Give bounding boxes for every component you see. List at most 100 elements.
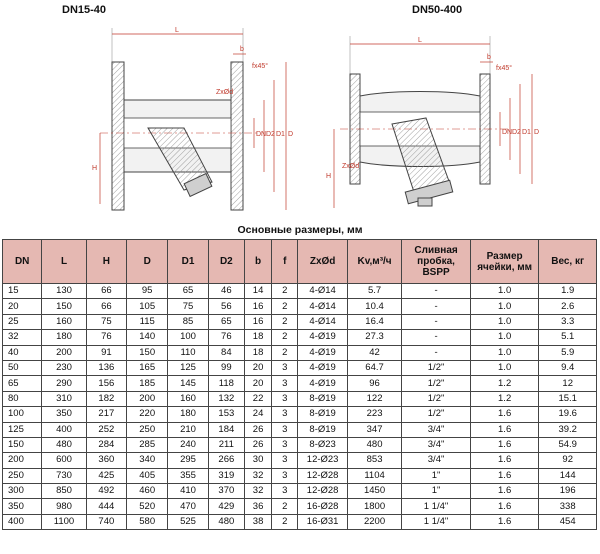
table-cell: 1.6 (469, 498, 540, 515)
table-cell: 211 (207, 436, 245, 454)
table-cell: 16 (243, 313, 273, 331)
column-header-bolts: ZxØd (297, 239, 348, 284)
table-cell: 980 (41, 498, 87, 515)
table-cell: 27.3 (346, 329, 403, 346)
table-cell: 40 (1, 344, 43, 361)
table-cell: 12-Ø28 (297, 467, 348, 485)
table-cell: 2.6 (538, 298, 597, 315)
table-cell: - (401, 313, 471, 331)
table-cell: 8-Ø19 (297, 421, 348, 438)
caption-dn15-40: DN15-40 (62, 4, 107, 16)
table-cell: 1.0 (469, 313, 540, 331)
table-cell: 1800 (346, 498, 403, 515)
table-cell: 525 (167, 513, 209, 531)
table-cell: 1.0 (469, 329, 540, 346)
table-cell: 355 (167, 467, 209, 485)
table-cell: 400 (1, 513, 43, 531)
table-cell: 3 (271, 375, 299, 392)
table-cell: 350 (41, 406, 87, 423)
table-cell: 1.6 (469, 452, 540, 469)
table-cell: 1.6 (469, 513, 540, 531)
table-cell: 1.0 (469, 298, 540, 315)
table-cell: 20 (243, 359, 273, 377)
table-cell: 84 (207, 344, 245, 361)
table-cell: 105 (126, 298, 169, 315)
table-cell: 4-Ø19 (297, 344, 348, 361)
table-cell: 20 (1, 298, 43, 315)
table-cell: 300 (1, 483, 43, 500)
table-cell: 266 (207, 452, 245, 469)
table-cell: 285 (126, 436, 169, 454)
table-cell: 600 (41, 452, 87, 469)
table-cell: 1" (401, 483, 471, 500)
dim-label-H: H (92, 165, 97, 172)
dim-label-D2: D2 (266, 131, 275, 138)
column-header-d: D (126, 239, 169, 284)
table-cell: 26 (243, 421, 273, 438)
table-cell: 12 (538, 375, 597, 392)
table-cell: 14 (243, 282, 273, 300)
table-cell: 1.6 (469, 467, 540, 485)
table-cell: 66 (85, 282, 128, 300)
table-cell: 1.6 (469, 421, 540, 438)
table-cell: 425 (85, 467, 128, 485)
table-cell: 66 (85, 298, 128, 315)
table-cell: 200 (41, 344, 87, 361)
table-cell: 3 (271, 406, 299, 423)
table-cell: 54.9 (538, 436, 597, 454)
table-cell: 150 (126, 344, 169, 361)
table-cell: 180 (167, 406, 209, 423)
table-cell: 580 (126, 513, 169, 531)
table-cell: 185 (126, 375, 169, 392)
column-header-h: H (85, 239, 128, 284)
table-cell: 8-Ø23 (297, 436, 348, 454)
table-cell: 110 (167, 344, 209, 361)
column-header-f: f (271, 239, 299, 284)
table-cell: 5.9 (538, 344, 597, 361)
table-cell: 125 (1, 421, 43, 438)
table-cell: 18 (243, 344, 273, 361)
dim-label-L: L (175, 27, 179, 34)
column-header-kv: Kv,м³/ч (346, 239, 403, 284)
table-cell: 340 (126, 452, 169, 469)
table-cell: 4-Ø14 (297, 313, 348, 331)
table-cell: 492 (85, 483, 128, 500)
table-cell: 1 1/4" (401, 513, 471, 531)
table-cell: 20 (243, 375, 273, 392)
table-cell: - (401, 298, 471, 315)
table-cell: 75 (85, 313, 128, 331)
table-cell: 310 (41, 390, 87, 408)
dim-label-fx45: fx45° (496, 64, 512, 72)
table-cell: 75 (167, 298, 209, 315)
table-cell: 16 (243, 298, 273, 315)
table-cell: 30 (243, 452, 273, 469)
dim-label-D1: D1 (276, 131, 285, 138)
column-header-weight: Вес, кг (538, 239, 597, 284)
table-cell: 1/2" (401, 375, 471, 392)
table-cell: 1.0 (469, 359, 540, 377)
table-cell: 252 (85, 421, 128, 438)
table-cell: 217 (85, 406, 128, 423)
table-cell: 1.6 (469, 483, 540, 500)
table-cell: 319 (207, 467, 245, 485)
table-cell: 65 (207, 313, 245, 331)
table-cell: 454 (538, 513, 597, 531)
table-cell: - (401, 282, 471, 300)
dim-label-D: D (288, 131, 293, 138)
table-cell: 290 (41, 375, 87, 392)
table-cell: 3 (271, 452, 299, 469)
table-cell: 22 (243, 390, 273, 408)
table-cell: 1.9 (538, 282, 597, 300)
table-cell: 400 (41, 421, 87, 438)
table-cell: 1.2 (469, 375, 540, 392)
table-cell: 853 (346, 452, 403, 469)
table-cell: 350 (1, 498, 43, 515)
